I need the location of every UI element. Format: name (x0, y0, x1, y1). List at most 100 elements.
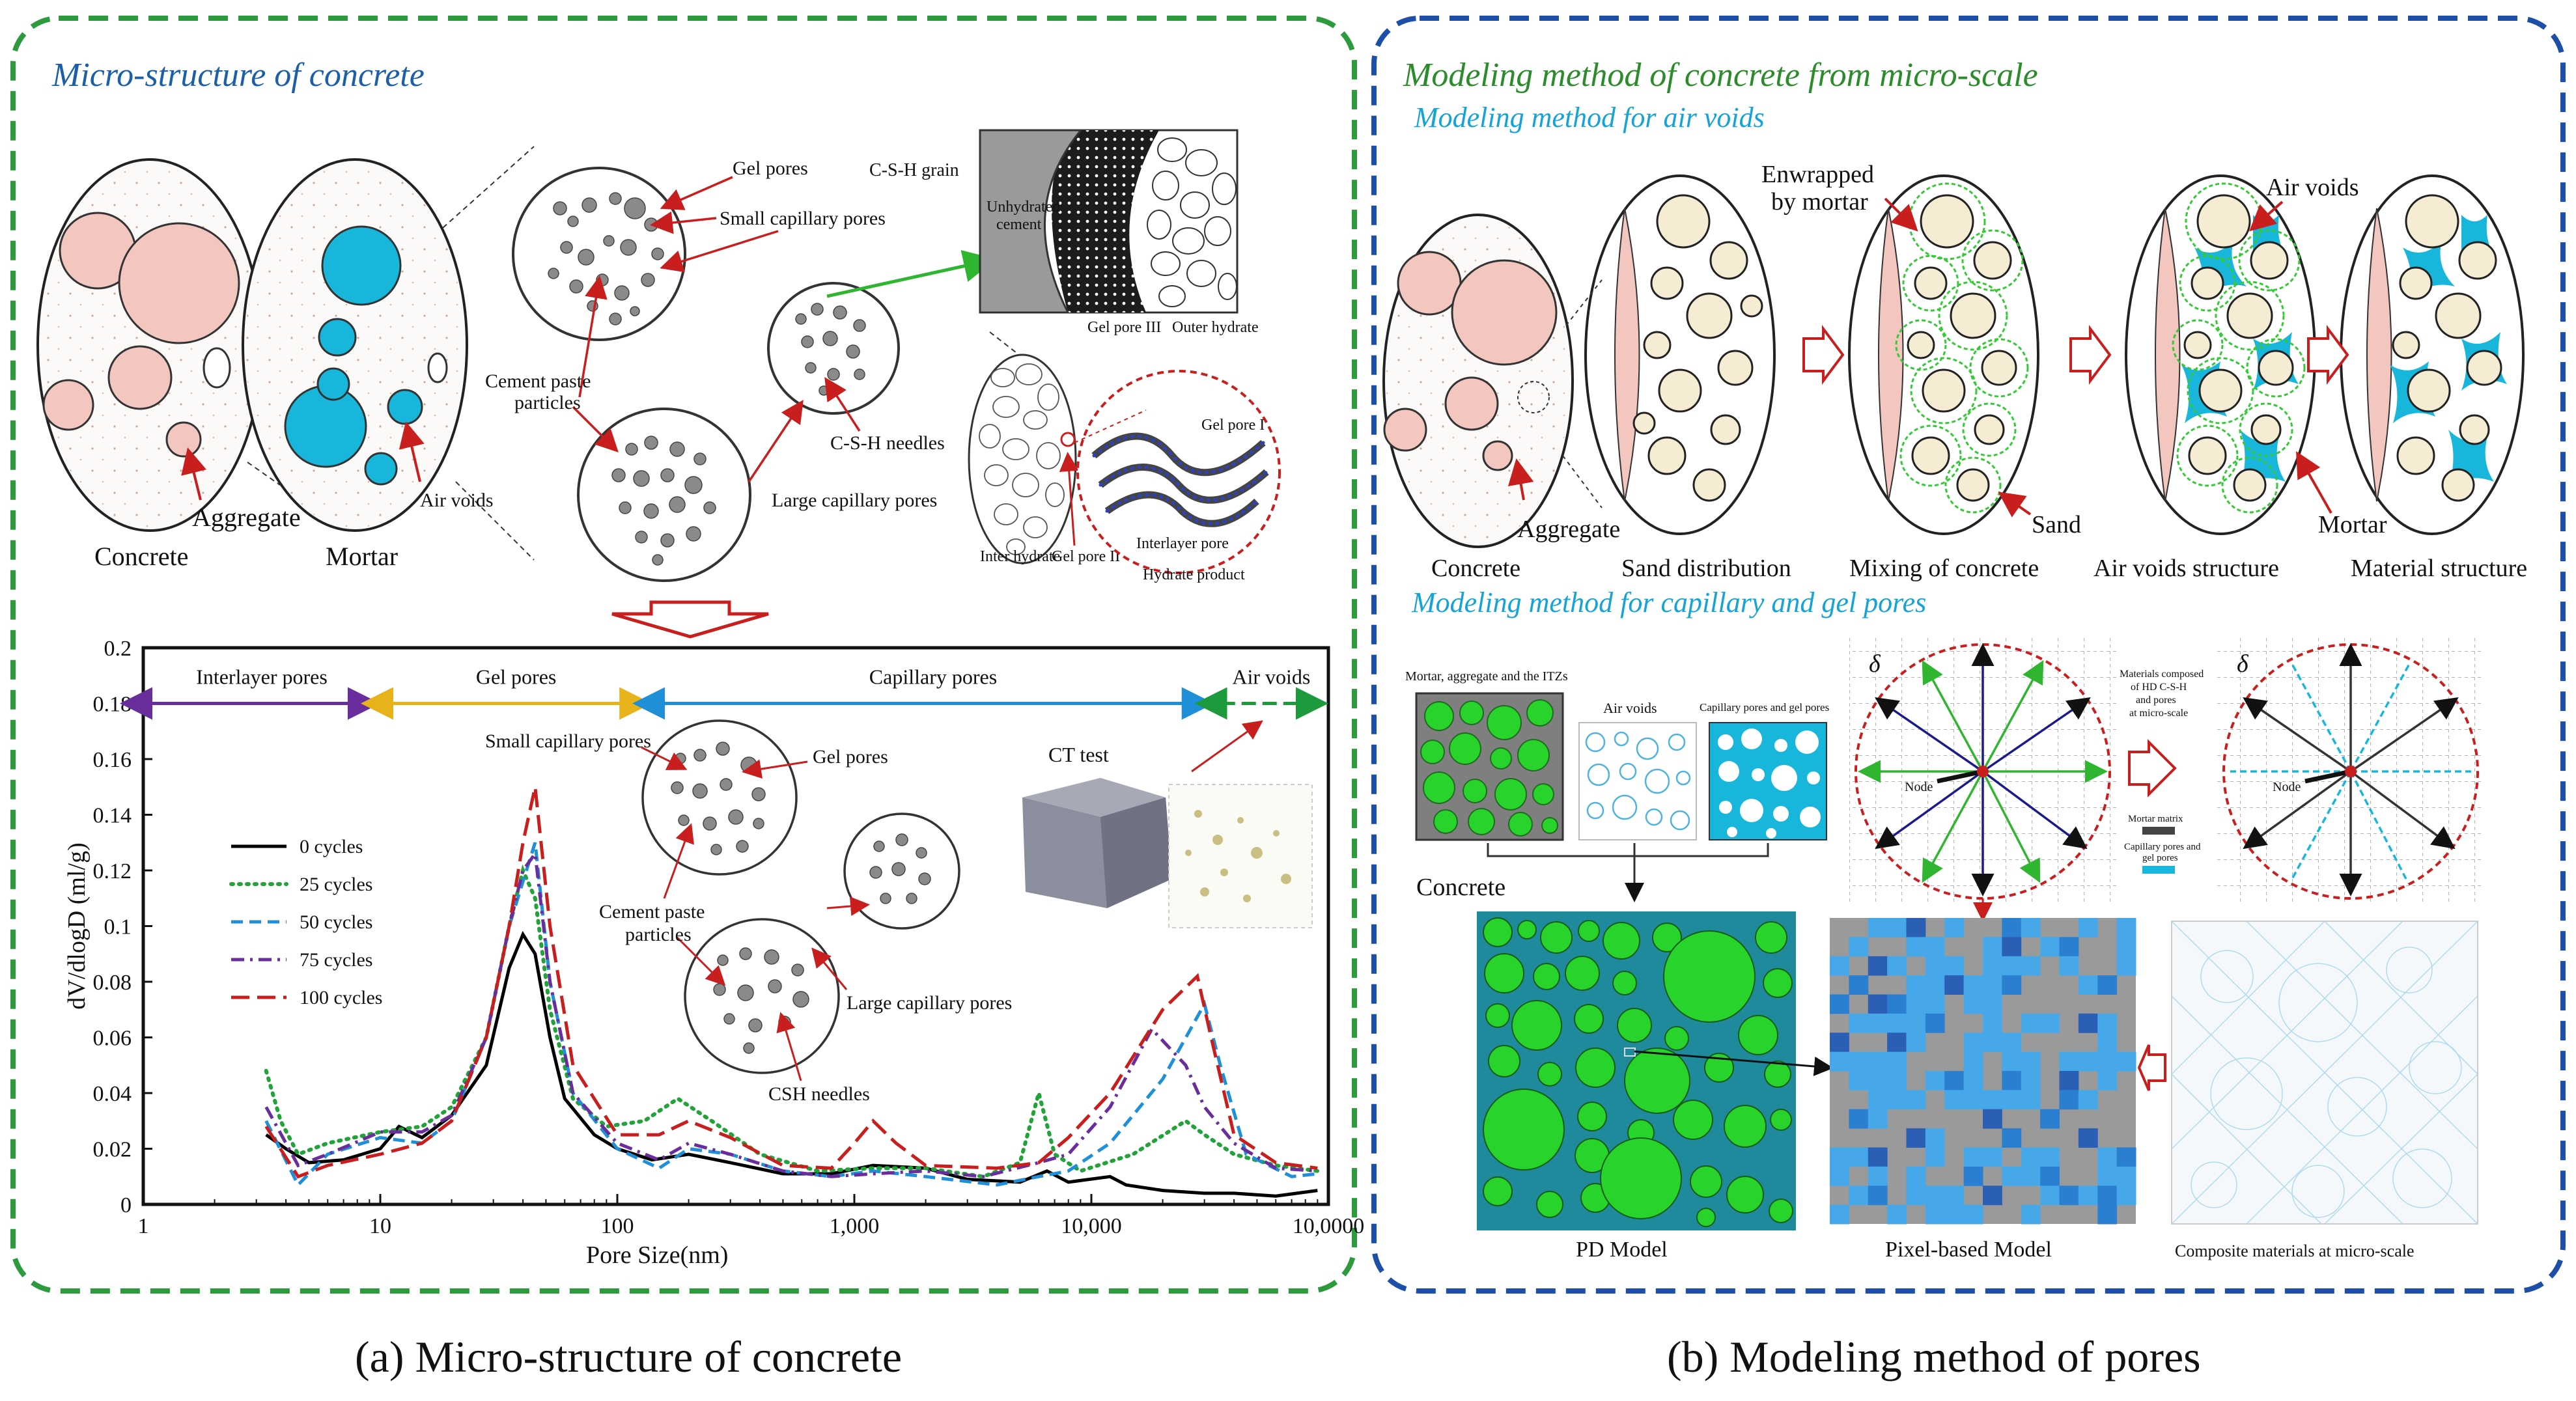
pixel-cell (1983, 956, 2002, 976)
chart-inset-circle-1 (641, 719, 798, 876)
y-axis-label: dV/dlogD (ml/g) (63, 842, 91, 1009)
label-node-1: Node (1905, 780, 1933, 794)
label-unhydrated-2: cement (996, 216, 1042, 233)
pixel-cell (2021, 1051, 2041, 1072)
pixel-cell (1963, 994, 1983, 1014)
y-tick-label: 0.02 (93, 1138, 132, 1162)
y-tick-label: 0.04 (93, 1082, 132, 1106)
pixel-cell (2002, 918, 2022, 937)
pixel-cell (1868, 1186, 1888, 1206)
label-inter-hydrate: Inter hydrate (980, 548, 1060, 565)
pixel-cell (1887, 1090, 1907, 1110)
pixel-cell (2078, 1186, 2098, 1206)
chart-axes: 00.020.040.060.080.10.120.140.160.180.21… (63, 637, 1364, 1269)
y-tick-label: 0.16 (93, 748, 132, 772)
label-concrete-b: Concrete (1431, 555, 1520, 582)
legend-label: 0 cycles (300, 836, 363, 857)
air-voids-structure-ellipse (2125, 174, 2316, 535)
pixel-cell (1849, 1186, 1869, 1206)
label-gel-pore-i: Gel pore I (1201, 417, 1265, 434)
range-label: Gel pores (476, 665, 557, 689)
inset-label-csh-needles: CSH needles (768, 1083, 870, 1105)
y-tick-label: 0.1 (104, 915, 132, 939)
pixel-cell (2040, 1166, 2060, 1186)
pixel-cell (2116, 1147, 2136, 1167)
pixel-cell (1983, 994, 2002, 1014)
pixel-cell (1925, 1013, 1945, 1033)
x-tick-label: 1 (138, 1214, 149, 1238)
pixel-cell (1868, 994, 1888, 1014)
label-csh-needles-a: C-S-H needles (830, 432, 945, 454)
y-tick-label: 0.14 (93, 804, 132, 828)
paste-circle-2 (767, 282, 900, 415)
pixel-cell (2059, 956, 2079, 976)
pixel-cell (1906, 1166, 1926, 1186)
pixel-cell (2021, 1147, 2041, 1167)
pixel-cell (1925, 1204, 1945, 1225)
label-mortar-agg-itz: Mortar, aggregate and the ITZs (1405, 669, 1568, 684)
inset-label-large-capillary: Large capillary pores (847, 992, 1012, 1014)
legend-label: 25 cycles (300, 874, 372, 895)
pixel-cell (1868, 1147, 1888, 1167)
pixel-cell (1944, 1186, 1965, 1206)
panel-b-subtitle-air: Modeling method for air voids (1414, 102, 1765, 133)
pixel-cell (2002, 1128, 2022, 1148)
note-line-1: Materials composed (2120, 669, 2204, 680)
pixel-cell (2021, 1071, 2041, 1090)
pixel-cell (1963, 1071, 1983, 1090)
label-air-voids-a: Air voids (420, 490, 494, 511)
paste-circle-1 (512, 167, 686, 341)
pixel-cell (1944, 918, 1965, 937)
pixel-cell (2002, 975, 2022, 995)
pixel-cell (2021, 1204, 2041, 1225)
pixel-cell (2116, 937, 2136, 957)
pixel-cell (2040, 1109, 2060, 1129)
pixel-cell (2116, 918, 2136, 937)
pixel-cell (1906, 1013, 1926, 1033)
label-delta-1: δ (1869, 650, 1881, 678)
pixel-cell (1963, 1033, 1983, 1053)
pixel-cell (1868, 1013, 1888, 1033)
pixel-cell (2078, 1090, 2098, 1110)
x-tick-label: 10,000 (1061, 1214, 1122, 1238)
pixel-cell (2097, 1013, 2118, 1033)
pixel-cell (1925, 1071, 1945, 1090)
pixel-cell (2059, 1071, 2079, 1090)
pixel-cell (2002, 1033, 2022, 1053)
label-enwrapped-1: Enwrapped (1761, 161, 1874, 188)
note-line-3: and pores (2136, 695, 2176, 706)
range-label: Air voids (1232, 665, 1310, 689)
inset-label-gel-pores: Gel pores (813, 746, 888, 768)
pixel-cell (2059, 1051, 2079, 1072)
pixel-cell (1868, 1166, 1888, 1186)
pixel-cell (1849, 1051, 1869, 1072)
inset-label-cement-paste-1: Cement paste (599, 901, 705, 922)
pixel-cell (1963, 1204, 1983, 1225)
pixel-cell (1849, 1109, 1869, 1129)
inset-label-ct-test: CT test (1048, 743, 1109, 766)
pixel-cell (2097, 1033, 2118, 1053)
y-tick-label: 0 (120, 1193, 132, 1217)
pixel-cell (1983, 1013, 2002, 1033)
label-pixel-model: Pixel-based Model (1885, 1238, 2052, 1262)
pixel-cell (2078, 1013, 2098, 1033)
pixel-cell (1868, 1071, 1888, 1090)
label-cap-gel-legend-2: gel pores (2142, 853, 2178, 863)
pixel-cell (1830, 1051, 1849, 1072)
legend-mortar-matrix-swatch (2142, 827, 2175, 835)
pixel-cell (1983, 1033, 2002, 1053)
panel-a-title: Micro-structure of concrete (51, 57, 425, 94)
legend-label: 75 cycles (300, 949, 372, 971)
pixel-cell (1906, 994, 1926, 1014)
mortar-aggregate-square (1415, 692, 1564, 841)
pixel-cell (2097, 975, 2118, 995)
pixel-cell (2021, 1013, 2041, 1033)
label-concrete-b2: Concrete (1416, 874, 1505, 901)
pixel-cell (1830, 994, 1849, 1014)
pixel-cell (1906, 1128, 1926, 1148)
pixel-cell (2059, 1186, 2079, 1206)
label-mortar-a: Mortar (326, 542, 398, 571)
pixel-cell (2097, 1186, 2118, 1206)
pixel-cell (1849, 1071, 1869, 1090)
